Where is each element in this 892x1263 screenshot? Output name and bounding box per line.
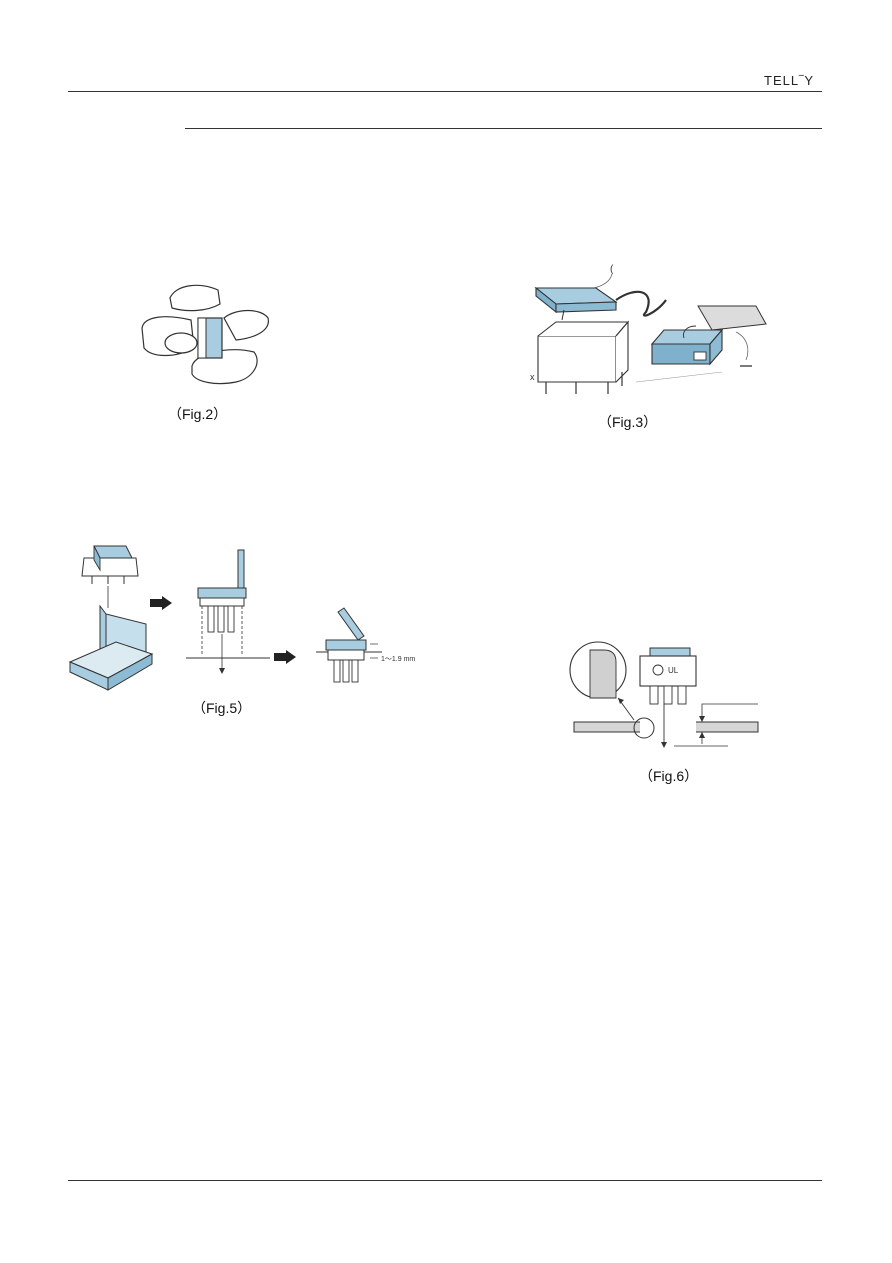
- svg-text:UL: UL: [668, 666, 679, 675]
- fig5-assembly-illustration: [68, 545, 154, 691]
- fig6-illustration: UL: [569, 641, 759, 748]
- brand-logo: TELL‾Y: [764, 73, 815, 88]
- fig2-illustration: [141, 284, 269, 385]
- fig5-dimension-label: 1～1.9 mm: [381, 656, 416, 663]
- fig3-caption: （Fig.3）: [598, 414, 658, 430]
- fig5-step-arrow-1: [150, 596, 172, 610]
- header-rule: [68, 91, 822, 92]
- fig5-sideview-illustration: [186, 549, 270, 674]
- svg-text:x: x: [530, 372, 535, 382]
- fig3-illustration: ( x: [530, 264, 767, 394]
- fig2-caption: （Fig.2）: [168, 406, 228, 422]
- fig5-caption: （Fig.5）: [192, 700, 252, 716]
- fig6-caption: （Fig.6）: [639, 768, 699, 784]
- footer-rule: [68, 1180, 822, 1181]
- fig5-installed-illustration: [316, 607, 382, 683]
- svg-text:(: (: [610, 264, 614, 275]
- fig5-step-arrow-2: [274, 650, 296, 664]
- section-rule: [185, 128, 822, 129]
